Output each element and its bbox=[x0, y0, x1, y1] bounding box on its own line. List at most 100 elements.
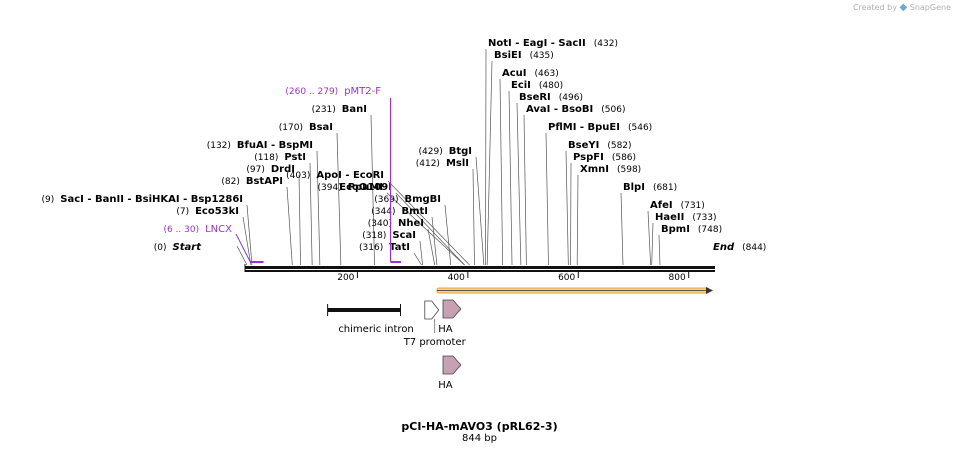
cut-site-text: (118)PstI bbox=[254, 152, 306, 163]
primer-name: LNCX bbox=[205, 224, 232, 235]
feature-label: chimeric intron bbox=[338, 324, 413, 335]
snapgene-credit: Created by ◆ SnapGene bbox=[853, 2, 951, 13]
cut-site-label: (118)PstI bbox=[254, 152, 306, 163]
cut-site-text: NotI - EagI - SacII(432) bbox=[488, 38, 618, 49]
primer-name: pMT2-F bbox=[344, 86, 381, 97]
cut-site-text: (7)Eco53kI bbox=[176, 206, 239, 217]
cut-site-text: (369) BmgBI bbox=[374, 194, 441, 205]
feature-label: HA bbox=[438, 324, 453, 335]
cut-position: (681) bbox=[653, 183, 677, 193]
cut-site-leader bbox=[236, 245, 248, 266]
enzyme-name: BlpI bbox=[623, 182, 645, 193]
cut-site-label: (344)BmtI bbox=[371, 206, 428, 217]
feature-arrow: HA bbox=[438, 355, 462, 391]
enzyme-name: Start bbox=[173, 242, 203, 253]
cut-position: (132) bbox=[207, 141, 231, 151]
cut-site-leader bbox=[523, 114, 527, 266]
cut-site-leader bbox=[475, 156, 485, 266]
cut-position: (748) bbox=[698, 225, 722, 235]
backbone-top-strand bbox=[245, 266, 715, 269]
cut-site-leader bbox=[647, 210, 651, 266]
cut-site-text: (97)DrdI bbox=[246, 164, 295, 175]
cut-site-text: XmnI(598) bbox=[580, 164, 641, 175]
cut-site-leader bbox=[486, 60, 493, 266]
cut-site-leader bbox=[286, 186, 293, 266]
cut-site-leader bbox=[387, 180, 470, 266]
cut-site-text: End(844) bbox=[713, 242, 766, 253]
primer-label: (6 .. 30) LNCX bbox=[163, 224, 232, 235]
cut-position: (432) bbox=[594, 39, 618, 49]
cut-position: (496) bbox=[559, 93, 583, 103]
ruler-tick-label: 200 bbox=[337, 273, 354, 283]
enzyme-name: BseRI bbox=[519, 92, 551, 103]
cut-site-label: AfeI(731) bbox=[650, 200, 705, 211]
enzyme-name: EciI bbox=[511, 80, 531, 91]
cut-site-text: (231)BanI bbox=[312, 104, 367, 115]
cut-site-leader bbox=[658, 234, 661, 266]
enzyme-name: DrdI bbox=[271, 164, 295, 175]
ha-tag-arrow bbox=[442, 299, 462, 319]
enzyme-name: BpmI bbox=[661, 224, 690, 235]
ruler-tick-label: 600 bbox=[558, 273, 575, 283]
cut-site-leader bbox=[370, 114, 375, 266]
cut-site-leader bbox=[516, 102, 522, 266]
feature-open-arrow: T7 promoter bbox=[403, 300, 467, 348]
cut-position: (231) bbox=[312, 105, 336, 115]
cut-site-text: (82)BstAPI bbox=[221, 176, 283, 187]
cut-site-leader bbox=[651, 222, 654, 266]
enzyme-name: BseYI bbox=[568, 140, 599, 151]
enzyme-name: SacI - BanII - BsiHKAI - Bsp1286I bbox=[60, 194, 243, 205]
cut-position: (394) bbox=[318, 183, 342, 193]
cut-site-leader bbox=[316, 150, 321, 266]
cut-site-leader bbox=[444, 204, 452, 266]
cut-site-leader bbox=[336, 132, 342, 266]
cut-position: (586) bbox=[612, 153, 636, 163]
cut-site-text: (132)BfuAI - BspMI bbox=[207, 140, 313, 151]
cut-site-label: (82)BstAPI bbox=[221, 176, 283, 187]
cut-site-label: End(844) bbox=[713, 242, 766, 253]
cut-site-text: (0) Start bbox=[154, 242, 202, 253]
enzyme-name: End bbox=[713, 242, 735, 253]
cut-site-leader bbox=[427, 228, 436, 266]
cut-site-label: PflMI - BpuEI(546) bbox=[548, 122, 652, 133]
cut-position: (369) bbox=[374, 195, 398, 205]
cut-position: (403) bbox=[286, 171, 310, 181]
cut-site-text: (316)TatI bbox=[359, 242, 410, 253]
cut-site-label: HaeII(733) bbox=[655, 212, 717, 223]
map-title: pCI-HA-mAVO3 (pRL62-3) bbox=[401, 420, 558, 433]
enzyme-name: AcuI bbox=[502, 68, 527, 79]
cut-site-label: BseYI(582) bbox=[568, 140, 632, 151]
cut-site-leader bbox=[309, 162, 313, 266]
cut-site-text: AvaI - BsoBI(506) bbox=[526, 104, 625, 115]
cut-position: (429) bbox=[419, 147, 443, 157]
cut-site-leader bbox=[499, 78, 503, 266]
enzyme-name: BsaI bbox=[309, 122, 333, 133]
cut-position: (546) bbox=[628, 123, 652, 133]
enzyme-name: BstAPI bbox=[246, 176, 283, 187]
ha-tag-arrow bbox=[442, 355, 462, 375]
enzyme-name: BmgBI bbox=[404, 194, 441, 205]
cut-site-leader bbox=[419, 240, 423, 266]
sequence-backbone bbox=[244, 264, 715, 272]
cut-site-label: (403)ApoI - EcoRI bbox=[286, 170, 384, 181]
enzyme-name: MslI bbox=[446, 158, 469, 169]
cut-site-label: NotI - EagI - SacII(432) bbox=[488, 38, 618, 49]
cut-position: (318) bbox=[362, 231, 386, 241]
cut-position: (463) bbox=[535, 69, 559, 79]
enzyme-name: BsiEI bbox=[494, 50, 522, 61]
cut-position: (118) bbox=[254, 153, 278, 163]
primer-range: (6 .. 30) bbox=[163, 225, 199, 235]
backbone-bottom-strand bbox=[245, 270, 715, 272]
ruler-tick-label: 800 bbox=[669, 273, 686, 283]
cut-site-label: (132)BfuAI - BspMI bbox=[207, 140, 313, 151]
cut-site-leaders bbox=[236, 48, 661, 266]
cut-position: (0) bbox=[154, 243, 167, 253]
enzyme-name: PpuMI bbox=[348, 182, 383, 193]
feature-label: HA bbox=[438, 380, 453, 391]
cut-site-label: BpmI (748) bbox=[661, 224, 722, 235]
enzyme-name: Eco53kI bbox=[195, 206, 239, 217]
cut-site-leader bbox=[576, 174, 579, 266]
cut-site-text: (403)ApoI - EcoRI bbox=[286, 170, 384, 181]
feature-bar: chimeric intron bbox=[327, 304, 414, 335]
